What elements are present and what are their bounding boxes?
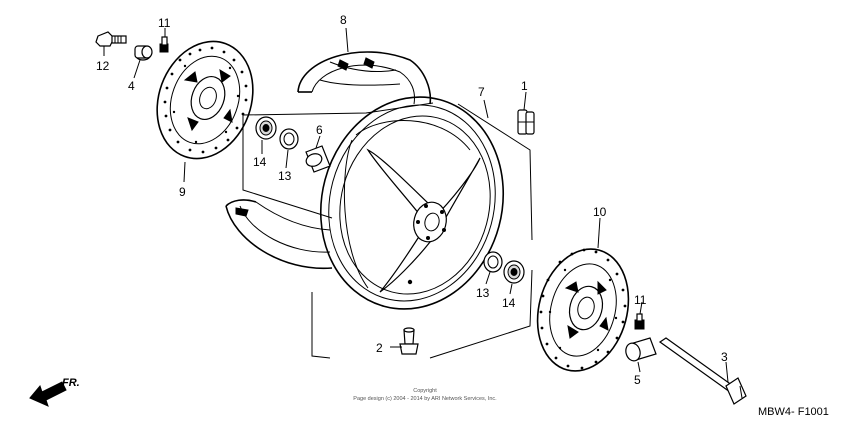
wheel-group-frame (242, 102, 533, 359)
part-12-bolt[interactable] (95, 31, 127, 47)
callout-12: 12 (96, 59, 110, 73)
part-4-collar[interactable] (134, 45, 153, 61)
callout-1: 1 (521, 79, 528, 93)
callout-3: 3 (721, 350, 728, 364)
callout-6: 6 (316, 123, 323, 137)
part-14-bearing-lower[interactable] (503, 260, 525, 284)
part-13-seal-lower[interactable] (483, 251, 503, 273)
part-14-bearing-upper[interactable] (255, 116, 277, 140)
callout-7: 7 (478, 85, 485, 99)
direction-label: FR. (62, 377, 80, 389)
part-2-valve[interactable] (399, 327, 419, 355)
callout-10: 10 (593, 205, 607, 219)
callout-9: 9 (179, 185, 186, 199)
diagram-code: MBW4- F1001 (758, 406, 829, 418)
part-11-screw-bottom[interactable] (634, 313, 645, 330)
callout-4: 4 (128, 79, 135, 93)
part-8-tire-lower[interactable] (225, 199, 333, 270)
part-6-distance-collar[interactable] (304, 145, 331, 173)
callout-14-bottom: 14 (502, 296, 516, 310)
callout-11-top: 11 (158, 16, 171, 30)
callout-13-bottom: 13 (476, 286, 490, 300)
footer-copyright: Copyright (413, 388, 437, 394)
leader-lines (103, 27, 729, 383)
callout-labels: 12 11 4 8 7 1 6 14 13 9 10 13 14 11 2 5 … (96, 13, 728, 387)
callout-13-top: 13 (278, 169, 292, 183)
part-13-seal-upper[interactable] (279, 128, 299, 150)
callout-14-top: 14 (253, 155, 267, 169)
part-9-brake-disc[interactable] (141, 28, 268, 172)
part-1-balance-weight[interactable] (517, 109, 535, 135)
part-10-brake-disc[interactable] (524, 239, 641, 382)
front-direction-indicator: FR. (29, 377, 80, 407)
part-5-collar[interactable] (624, 337, 657, 363)
part-7-wheel-rim[interactable] (297, 76, 526, 329)
callout-2: 2 (376, 341, 383, 355)
callout-11-bottom: 11 (634, 293, 647, 307)
footer-page-design: Page design (c) 2004 - 2014 by ARI Netwo… (353, 396, 497, 402)
callout-8: 8 (340, 13, 347, 27)
front-arrow-icon (29, 381, 67, 407)
part-8-tire-upper[interactable] (297, 51, 432, 105)
callout-5: 5 (634, 373, 641, 387)
part-3-axle[interactable] (658, 337, 747, 405)
part-11-screw-top[interactable] (159, 36, 169, 53)
